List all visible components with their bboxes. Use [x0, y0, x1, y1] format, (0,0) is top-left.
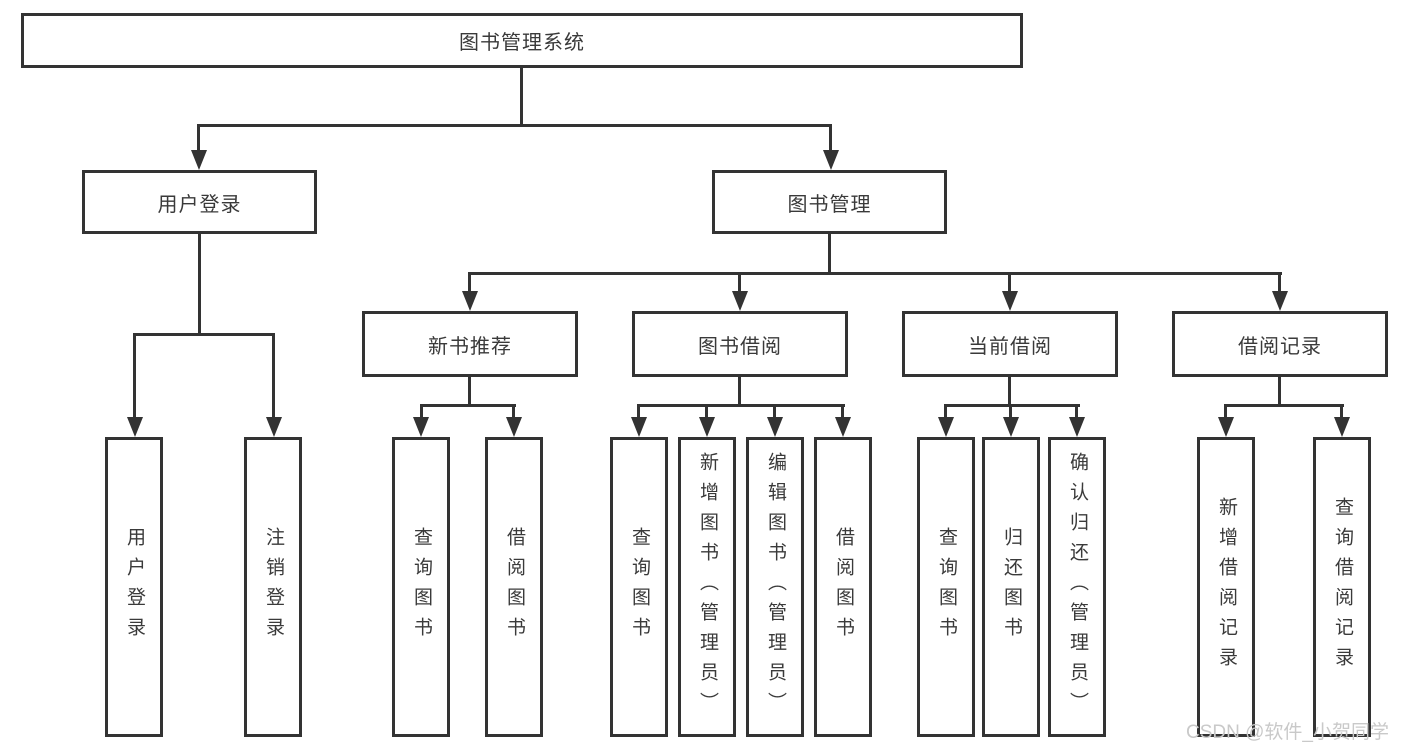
connector-line — [705, 404, 708, 420]
leaf-borrow-books-1-label: 借阅图书 — [504, 527, 525, 647]
leaf-borrow-books-2-label: 借阅图书 — [833, 527, 854, 647]
connector-line — [1340, 404, 1343, 420]
arrow-down-icon — [266, 417, 282, 437]
connector-line — [637, 404, 640, 420]
leaf-user-login-label: 用户登录 — [124, 527, 145, 647]
connector-line — [773, 404, 776, 420]
connector-line — [468, 377, 471, 406]
leaf-edit-books-admin: 编辑图书（管理员） — [746, 437, 804, 737]
leaf-borrow-books-1: 借阅图书 — [485, 437, 543, 737]
node-current-borrow-label: 当前借阅 — [968, 335, 1052, 358]
connector-line — [1278, 272, 1281, 294]
leaf-confirm-return-admin: 确认归还（管理员） — [1048, 437, 1106, 737]
connector-line — [944, 404, 1080, 407]
connector-line — [512, 404, 515, 420]
connector-line — [829, 124, 832, 152]
leaf-add-books-admin-label: 新增图书（管理员） — [697, 452, 718, 722]
connector-line — [197, 124, 832, 127]
connector-line — [1075, 404, 1078, 420]
connector-line — [272, 333, 275, 421]
node-book-borrow-label: 图书借阅 — [698, 335, 782, 358]
connector-line — [133, 333, 275, 336]
arrow-down-icon — [835, 417, 851, 437]
leaf-query-books-3-label: 查询图书 — [936, 527, 957, 647]
connector-line — [1008, 272, 1011, 294]
connector-line — [828, 234, 831, 275]
leaf-edit-books-admin-label: 编辑图书（管理员） — [765, 452, 786, 722]
leaf-query-books-3: 查询图书 — [917, 437, 975, 737]
arrow-down-icon — [1272, 291, 1288, 311]
leaf-borrow-books-2: 借阅图书 — [814, 437, 872, 737]
leaf-logout-label: 注销登录 — [263, 527, 284, 647]
node-borrow-records-label: 借阅记录 — [1238, 335, 1322, 358]
leaf-logout: 注销登录 — [244, 437, 302, 737]
csdn-watermark: CSDN @软件_小贺同学 — [1186, 722, 1389, 743]
connector-line — [1224, 404, 1344, 407]
node-user-login: 用户登录 — [82, 170, 317, 234]
arrow-down-icon — [506, 417, 522, 437]
leaf-add-books-admin: 新增图书（管理员） — [678, 437, 736, 737]
arrow-down-icon — [127, 417, 143, 437]
arrow-down-icon — [1069, 417, 1085, 437]
arrow-down-icon — [462, 291, 478, 311]
leaf-query-borrow-record: 查询借阅记录 — [1313, 437, 1371, 737]
arrow-down-icon — [1334, 417, 1350, 437]
arrow-down-icon — [1218, 417, 1234, 437]
arrow-down-icon — [767, 417, 783, 437]
connector-line — [469, 272, 1282, 275]
leaf-query-books-2: 查询图书 — [610, 437, 668, 737]
arrow-down-icon — [191, 150, 207, 170]
leaf-query-books-2-label: 查询图书 — [629, 527, 650, 647]
arrow-down-icon — [732, 291, 748, 311]
node-borrow-records: 借阅记录 — [1172, 311, 1388, 377]
node-book-borrow: 图书借阅 — [632, 311, 848, 377]
connector-line — [420, 404, 423, 420]
connector-line — [841, 404, 844, 420]
connector-line — [738, 377, 741, 406]
connector-line — [1224, 404, 1227, 420]
connector-line — [1278, 377, 1281, 406]
node-book-management-label: 图书管理 — [787, 193, 872, 216]
connector-line — [1008, 377, 1011, 406]
node-book-management: 图书管理 — [712, 170, 947, 234]
connector-line — [420, 404, 516, 407]
connector-line — [637, 404, 845, 407]
arrow-down-icon — [699, 417, 715, 437]
leaf-query-borrow-record-label: 查询借阅记录 — [1332, 497, 1353, 677]
node-current-borrow: 当前借阅 — [902, 311, 1118, 377]
node-new-book-recommend-label: 新书推荐 — [428, 335, 512, 358]
connector-line — [197, 124, 200, 152]
arrow-down-icon — [823, 150, 839, 170]
connector-line — [198, 234, 201, 335]
leaf-add-borrow-record: 新增借阅记录 — [1197, 437, 1255, 737]
leaf-user-login: 用户登录 — [105, 437, 163, 737]
leaf-return-books-label: 归还图书 — [1001, 527, 1022, 647]
connector-line — [944, 404, 947, 420]
connector-line — [520, 68, 523, 126]
leaf-add-borrow-record-label: 新增借阅记录 — [1216, 497, 1237, 677]
node-user-login-label: 用户登录 — [157, 193, 242, 216]
node-root-label: 图书管理系统 — [459, 32, 585, 54]
node-root-library-system: 图书管理系统 — [21, 13, 1023, 68]
node-new-book-recommend: 新书推荐 — [362, 311, 578, 377]
leaf-return-books: 归还图书 — [982, 437, 1040, 737]
arrow-down-icon — [1003, 417, 1019, 437]
leaf-query-books-1: 查询图书 — [392, 437, 450, 737]
arrow-down-icon — [413, 417, 429, 437]
connector-line — [468, 272, 471, 294]
leaf-confirm-return-admin-label: 确认归还（管理员） — [1067, 452, 1088, 722]
arrow-down-icon — [938, 417, 954, 437]
arrow-down-icon — [1002, 291, 1018, 311]
connector-line — [738, 272, 741, 294]
connector-line — [133, 333, 136, 421]
arrow-down-icon — [631, 417, 647, 437]
connector-line — [1009, 404, 1012, 420]
leaf-query-books-1-label: 查询图书 — [411, 527, 432, 647]
